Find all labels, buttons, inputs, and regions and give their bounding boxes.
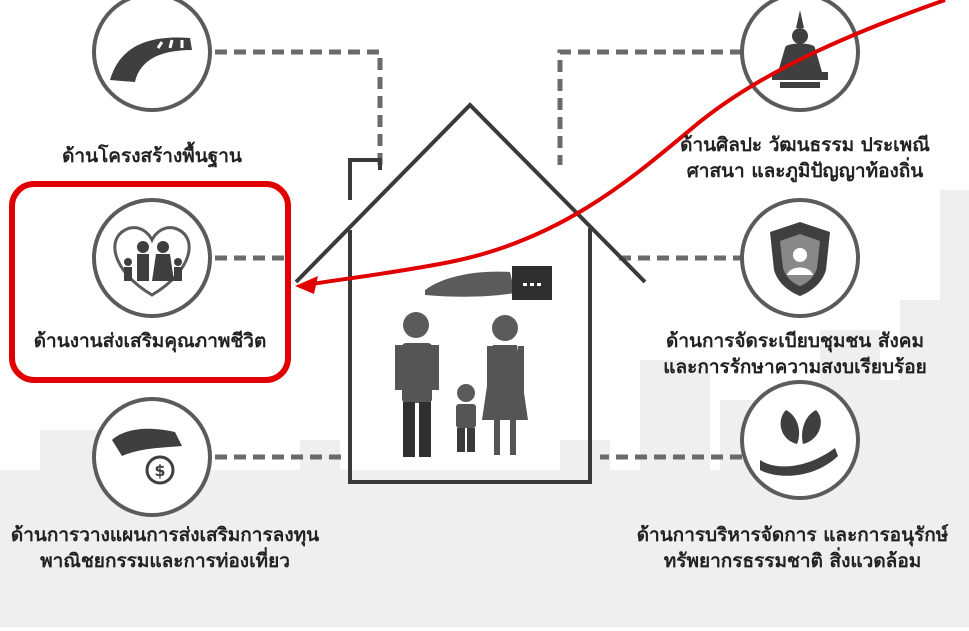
hand-leaf-icon bbox=[740, 380, 860, 500]
shield-person-icon bbox=[740, 198, 860, 318]
red-highlight-annotation bbox=[9, 0, 946, 383]
label-quality-of-life: ด้านงานส่งเสริมคุณภาพชีวิต bbox=[33, 330, 267, 352]
svg-text:$: $ bbox=[154, 461, 165, 480]
house-outline bbox=[294, 102, 647, 484]
label-investment: ด้านการวางแผนการส่งเสริมการลงทุน พาณิชยก… bbox=[10, 524, 320, 572]
label-infrastructure: ด้านโครงสร้างพื้นฐาน bbox=[62, 145, 242, 167]
label-culture: ด้านศิลปะ วัฒนธรรม ประเพณี ศาสนา และภูมิ… bbox=[680, 134, 930, 182]
sheltering-hand-icon bbox=[425, 266, 552, 300]
label-environment: ด้านการบริหารจัดการ และการอนุรักษ์ ทรัพย… bbox=[636, 524, 949, 572]
buddha-icon bbox=[740, 0, 860, 112]
label-community-order: ด้านการจัดระเบียบชุมชน สังคม และการรักษา… bbox=[663, 330, 927, 378]
hand-coin-icon: $ bbox=[92, 397, 212, 517]
family-heart-icon bbox=[92, 198, 212, 318]
family-illustration bbox=[395, 312, 528, 457]
dashed-connectors bbox=[215, 49, 745, 460]
road-icon bbox=[92, 0, 212, 112]
